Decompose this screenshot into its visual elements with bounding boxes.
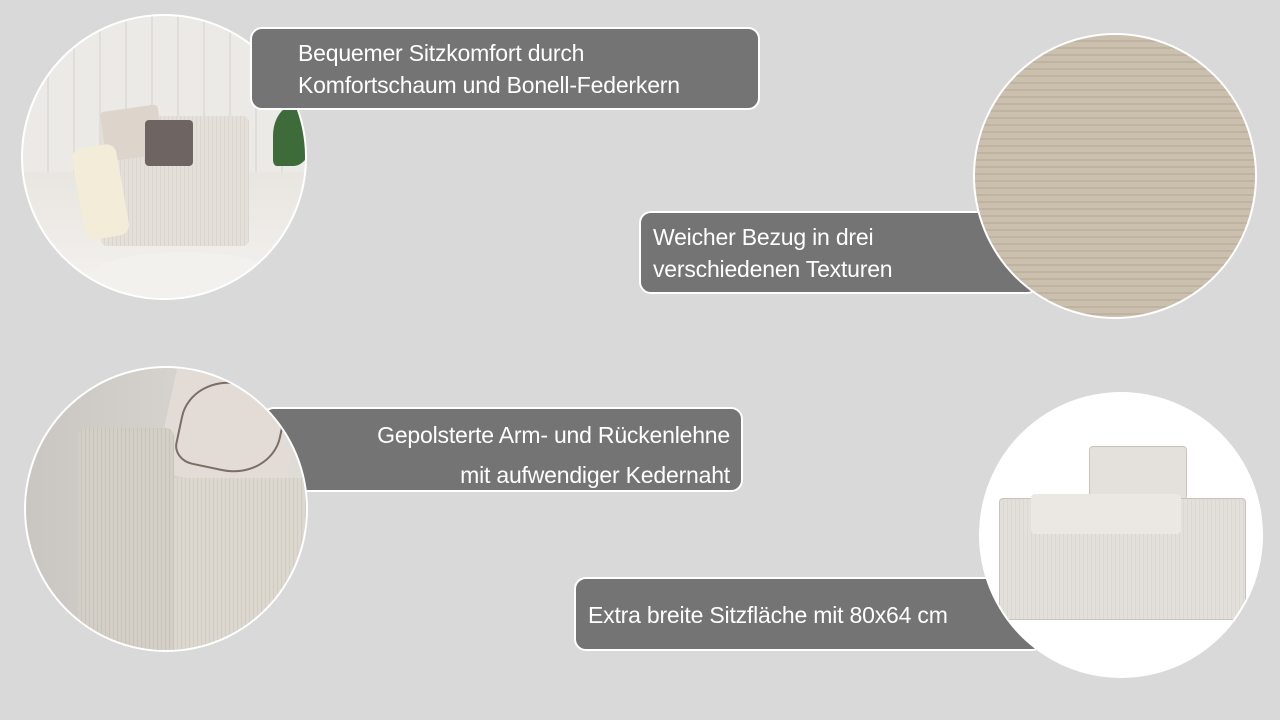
feature-text-line: Komfortschaum und Bonell-Federkern	[298, 72, 680, 98]
armchair-product-photo	[979, 392, 1263, 678]
armrest-with-piping-closeup	[24, 366, 308, 652]
seat-shape	[174, 478, 306, 650]
feature-text-line: mit aufwendiger Kedernaht	[460, 462, 730, 488]
backrest-shape	[1089, 446, 1187, 500]
armrest-shape	[78, 428, 174, 650]
corduroy-fabric-texture-closeup	[973, 33, 1257, 319]
seat-shape	[1031, 494, 1181, 534]
feature-text-line: Bequemer Sitzkomfort durch	[298, 40, 585, 66]
feature-callout-seat-size: Extra breite Sitzfläche mit 80x64 cm	[574, 577, 1044, 651]
feature-text-line: verschiedenen Texturen	[653, 256, 893, 282]
pillow-shape	[145, 120, 193, 166]
rug-shape	[83, 252, 283, 298]
plant-shape	[273, 106, 305, 166]
feature-callout-fabric: Weicher Bezug in drei verschiedenen Text…	[639, 211, 1039, 294]
feature-text-line: Gepolsterte Arm- und Rückenlehne	[377, 422, 730, 448]
feature-text-line: Extra breite Sitzfläche mit 80x64 cm	[588, 602, 948, 628]
feature-callout-comfort: Bequemer Sitzkomfort durch Komfortschaum…	[250, 27, 760, 110]
feature-text-line: Weicher Bezug in drei	[653, 224, 874, 250]
feature-callout-armrest: Gepolsterte Arm- und Rückenlehne mit auf…	[262, 407, 743, 492]
